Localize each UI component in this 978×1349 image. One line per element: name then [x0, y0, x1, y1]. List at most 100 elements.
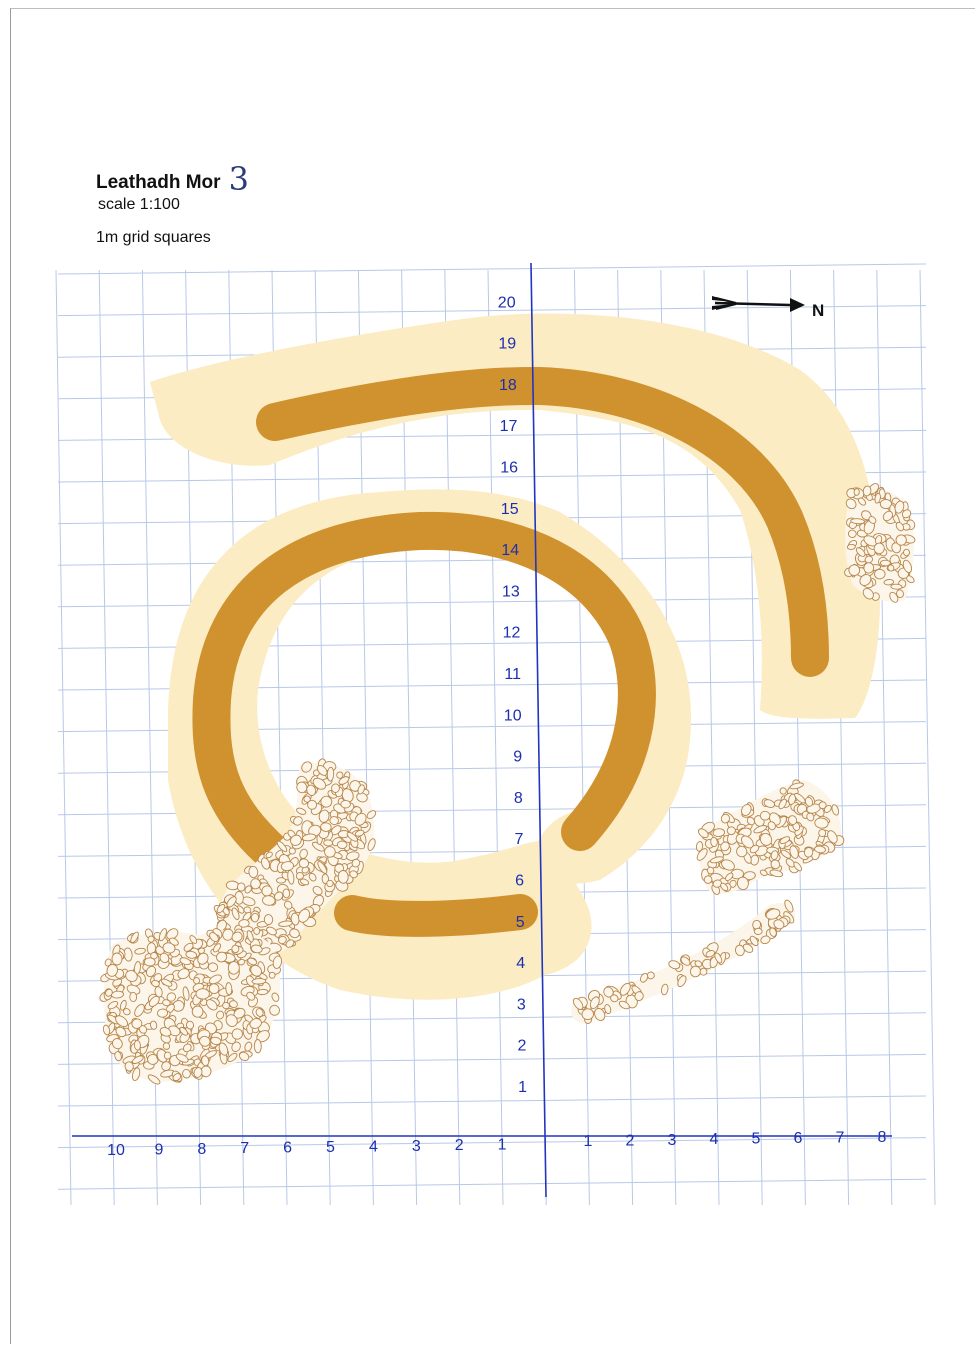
- grid-vline: [876, 269, 893, 1206]
- plan-title: Leathadh Mor: [96, 172, 221, 193]
- stone: [282, 888, 291, 899]
- stone: [250, 964, 262, 977]
- stone: [312, 777, 327, 790]
- stone: [331, 783, 340, 793]
- stone: [857, 497, 867, 506]
- stone: [845, 498, 857, 510]
- stone: [112, 1038, 123, 1050]
- stone: [162, 999, 171, 1007]
- stone: [306, 784, 317, 796]
- stone: [324, 846, 336, 858]
- x-tick-label: 6: [794, 1130, 803, 1147]
- stone: [714, 952, 723, 964]
- y-tick-label: 20: [498, 294, 516, 311]
- stone: [862, 587, 874, 600]
- y-tick-label: 17: [500, 418, 518, 435]
- stone: [131, 1018, 143, 1029]
- stone: [301, 761, 313, 773]
- grid-vline: [401, 269, 418, 1206]
- stone: [143, 957, 156, 967]
- stone: [879, 559, 891, 567]
- stone: [741, 804, 752, 816]
- stone: [212, 943, 222, 953]
- stone: [189, 935, 198, 944]
- stone: [163, 1051, 172, 1060]
- stone: [191, 1005, 204, 1018]
- stone: [263, 914, 274, 926]
- stone: [238, 919, 250, 928]
- stone: [225, 982, 233, 996]
- x-tick-label: 3: [412, 1138, 421, 1155]
- x-tick-label: 8: [878, 1129, 887, 1146]
- y-tick-label: 3: [517, 996, 526, 1013]
- stone: [276, 877, 287, 884]
- x-tick-label: 5: [326, 1139, 335, 1156]
- stone: [302, 833, 317, 842]
- stone: [169, 937, 179, 946]
- stone: [316, 764, 328, 776]
- stone: [308, 872, 317, 882]
- stone: [231, 931, 243, 943]
- stone: [283, 900, 293, 910]
- stone: [125, 970, 138, 982]
- stone: [803, 847, 814, 858]
- stone: [225, 1014, 238, 1027]
- stone: [721, 859, 735, 871]
- outer-arc-wall: [256, 366, 829, 677]
- grid-note: 1m grid squares: [96, 229, 211, 246]
- stone: [231, 1028, 243, 1040]
- x-tick-label: 10: [107, 1142, 125, 1159]
- stone: [703, 875, 713, 884]
- y-tick-label: 16: [500, 460, 518, 477]
- stone: [268, 971, 276, 979]
- x-tick-label: 7: [836, 1129, 845, 1146]
- stone: [827, 830, 838, 844]
- x-tick-label: 4: [369, 1138, 378, 1155]
- stone: [770, 850, 779, 860]
- stone: [177, 968, 190, 980]
- stone: [336, 840, 348, 849]
- stone: [201, 1055, 210, 1067]
- stone: [778, 798, 787, 810]
- stone: [765, 908, 781, 920]
- x-tick-label: 7: [240, 1140, 249, 1157]
- stone: [250, 912, 260, 923]
- stone: [134, 947, 146, 955]
- page-border: [10, 8, 975, 1344]
- grid-vline: [444, 269, 461, 1206]
- stone: [255, 1008, 264, 1017]
- stone: [299, 878, 310, 886]
- stone: [147, 935, 155, 943]
- stone: [278, 920, 293, 927]
- y-tick-label: 15: [501, 501, 519, 518]
- stone: [742, 943, 754, 953]
- stone: [367, 838, 376, 851]
- y-tick-label: 6: [515, 873, 524, 890]
- stone: [246, 930, 254, 943]
- stone: [366, 810, 377, 820]
- stone: [695, 841, 704, 852]
- stone: [289, 928, 300, 939]
- stone: [788, 793, 797, 805]
- stone: [831, 804, 840, 816]
- stone: [251, 978, 267, 985]
- y-tick-label: 12: [503, 625, 521, 642]
- stone: [317, 861, 328, 874]
- stone: [244, 885, 252, 894]
- stone: [150, 952, 158, 960]
- stone: [895, 521, 905, 532]
- stone: [246, 991, 256, 1001]
- stone: [210, 1036, 222, 1046]
- y-axis: [530, 262, 547, 1198]
- stone: [640, 972, 649, 983]
- stone: [712, 828, 726, 837]
- stone: [159, 1027, 172, 1037]
- stone: [114, 1051, 122, 1062]
- stone: [720, 813, 730, 824]
- stone: [111, 952, 123, 966]
- stone: [696, 848, 708, 861]
- north-arrow: N: [712, 296, 824, 320]
- y-tick-label: 5: [516, 914, 525, 931]
